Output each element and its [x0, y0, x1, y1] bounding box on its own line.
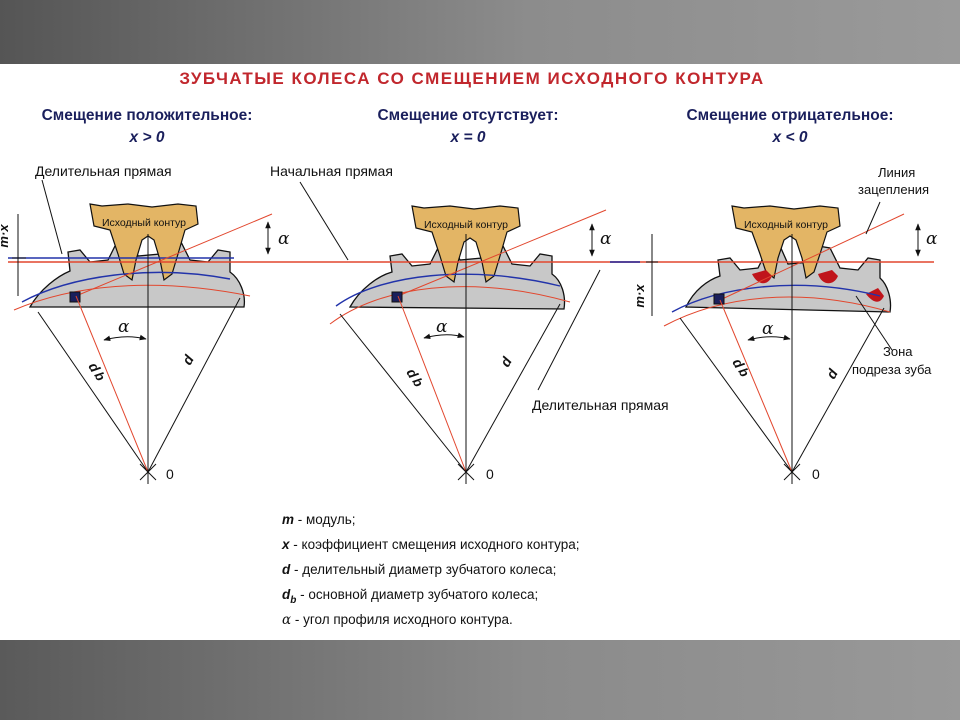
legend-item-alpha: α - угол профиля исходного контура. — [282, 612, 513, 628]
d-label-zero: d — [497, 354, 515, 370]
legend-text: - основной диаметр зубчатого колеса; — [296, 587, 538, 602]
heading-zero: Смещение отсутствует: — [377, 107, 558, 124]
legend-text: - угол профиля исходного контура. — [291, 612, 513, 627]
mx-positive: m·x — [0, 224, 11, 248]
legend-sub: b — [290, 595, 296, 606]
condition-positive: x > 0 — [129, 129, 165, 146]
legend-text: - коэффициент смещения исходного контура… — [290, 537, 580, 552]
alpha-center-negative: α — [762, 319, 774, 339]
condition-negative: x < 0 — [772, 129, 808, 146]
mx-negative: m·x — [632, 284, 647, 308]
legend-item-m: m - модуль; — [282, 512, 356, 527]
undercut-zone-left — [752, 270, 772, 284]
rack-profile-zero — [411, 205, 521, 284]
page-title: ЗУБЧАТЫЕ КОЛЕСА СО СМЕЩЕНИЕМ ИСХОДНОГО К… — [179, 69, 764, 88]
bottom-band — [0, 640, 960, 720]
rack-label-negative: Исходный контур — [744, 219, 828, 231]
condition-zero: x = 0 — [450, 129, 486, 146]
rack-profile-positive — [89, 203, 199, 282]
rack-profile-negative — [731, 205, 841, 280]
d-label-negative: d — [823, 366, 841, 382]
legend-sym: m — [282, 512, 294, 527]
heading-negative: Смещение отрицательное: — [686, 107, 893, 124]
label-undercut-2: подреза зуба — [852, 362, 932, 377]
panel-zero: Исходный контур α α d b d 0 — [268, 205, 640, 484]
legend-sym: x — [281, 537, 290, 552]
legend-sym: d — [282, 562, 291, 577]
alpha-top-zero: α — [600, 229, 612, 249]
rack-label-positive: Исходный контур — [102, 217, 186, 229]
undercut-zone-right — [818, 270, 838, 284]
heading-positive: Смещение положительное: — [42, 107, 253, 124]
label-undercut-1: Зона — [883, 344, 913, 359]
label-dividing-line-bottom: Делительная прямая — [532, 397, 669, 413]
d-label-positive: d — [179, 352, 197, 368]
center-label-positive: 0 — [166, 466, 174, 482]
legend-item-d: d - делительный диаметр зубчатого колеса… — [282, 562, 556, 577]
slide: ЗУБЧАТЫЕ КОЛЕСА СО СМЕЩЕНИЕМ ИСХОДНОГО К… — [0, 64, 960, 640]
label-initial-line: Начальная прямая — [270, 163, 393, 179]
legend-sym: d — [282, 587, 291, 602]
rack-label-zero: Исходный контур — [424, 219, 508, 231]
alpha-center-zero: α — [436, 317, 448, 337]
center-label-zero: 0 — [486, 466, 494, 482]
top-band — [0, 0, 960, 64]
legend-text: - делительный диаметр зубчатого колеса; — [290, 562, 556, 577]
legend-sym: α — [282, 612, 291, 628]
label-engagement-1: Линия — [878, 165, 915, 180]
panel-negative: Исходный контур α m·x α d b d 0 — [610, 201, 938, 484]
legend-item-db: db - основной диаметр зубчатого колеса; — [282, 587, 538, 606]
alpha-top-positive: α — [278, 229, 290, 249]
legend-item-x: x - коэффициент смещения исходного конту… — [281, 537, 580, 552]
legend-text: - модуль; — [294, 512, 355, 527]
label-dividing-line-top: Делительная прямая — [35, 163, 172, 179]
label-engagement-2: зацепления — [858, 182, 929, 197]
legend: m - модуль; x - коэффициент смещения исх… — [281, 512, 580, 628]
panel-positive: Исходный контур α m·x α d b d 0 — [0, 179, 290, 484]
alpha-top-negative: α — [926, 229, 938, 249]
center-label-negative: 0 — [812, 466, 820, 482]
diagram-canvas: ЗУБЧАТЫЕ КОЛЕСА СО СМЕЩЕНИЕМ ИСХОДНОГО К… — [0, 69, 938, 628]
alpha-center-positive: α — [118, 317, 130, 337]
